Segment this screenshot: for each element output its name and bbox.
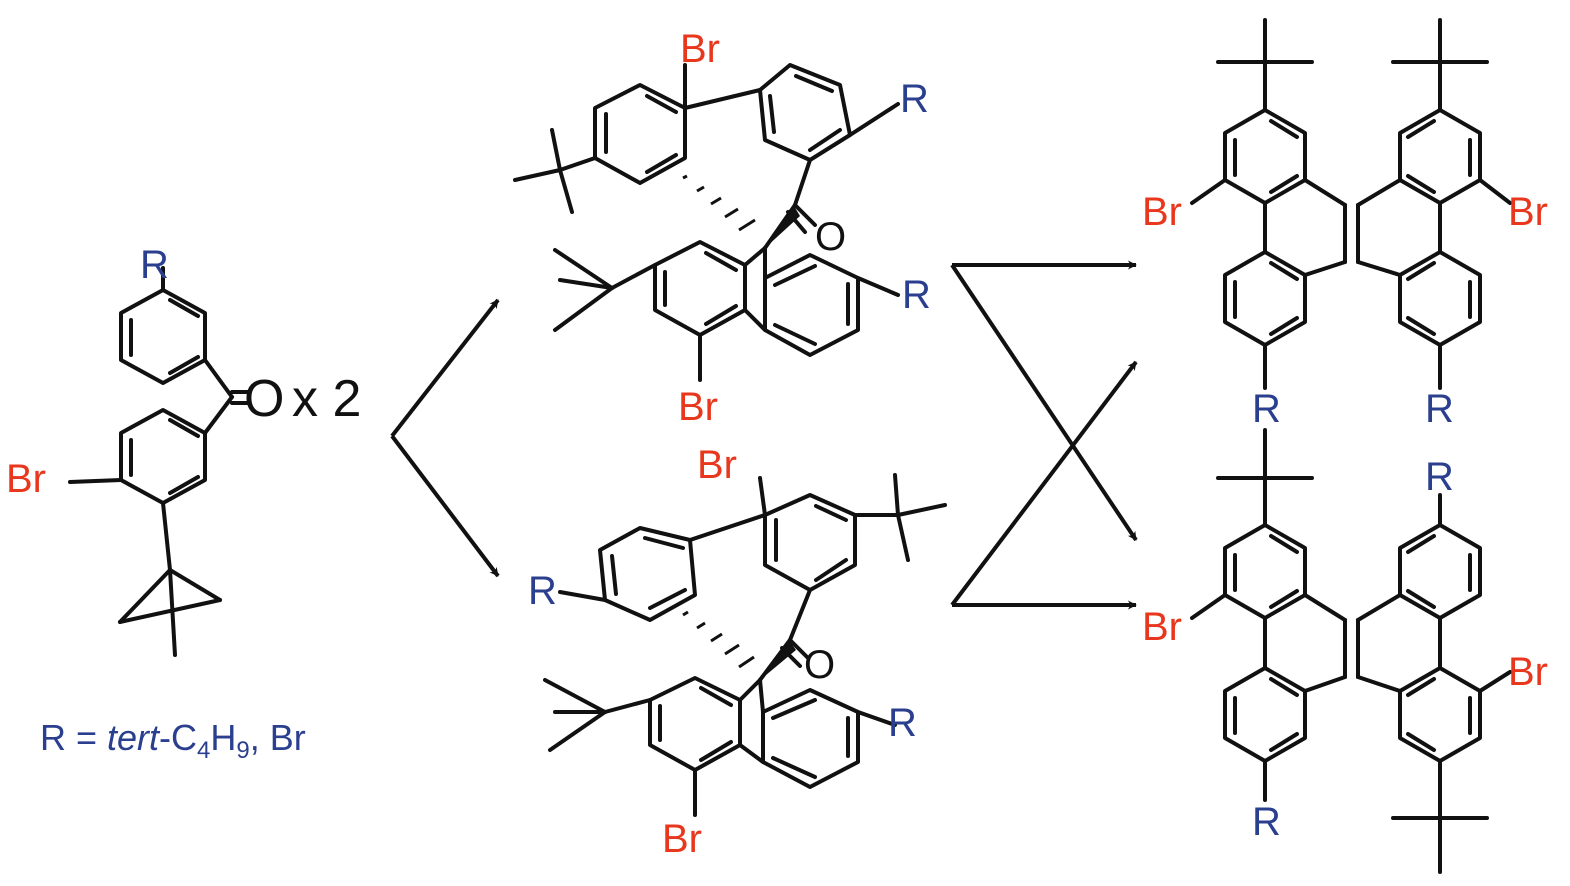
lower-r-right: R bbox=[888, 701, 917, 745]
lower-r-left: R bbox=[528, 569, 557, 613]
lower-br-bottom: Br bbox=[662, 817, 702, 861]
top-product-br-right: Br bbox=[1508, 190, 1548, 234]
bottom-product-r-bottom: R bbox=[1252, 800, 1281, 844]
upper-bold-wedge bbox=[765, 206, 800, 248]
start-r-label: R bbox=[140, 243, 169, 287]
upper-br-bottom: Br bbox=[678, 385, 718, 429]
arrow-to-upper-spiroketone bbox=[390, 298, 500, 438]
start-br-label: Br bbox=[6, 457, 46, 501]
upper-br-top: Br bbox=[680, 27, 720, 71]
upper-r-top: R bbox=[900, 77, 929, 121]
reagent-multiplier: x 2 bbox=[292, 370, 361, 428]
crossing-arrows bbox=[950, 260, 1138, 610]
upper-hashed-wedge bbox=[682, 174, 756, 232]
lower-oxygen: O bbox=[804, 643, 835, 687]
upper-r-bottom: R bbox=[902, 273, 931, 317]
upper-oxygen: O bbox=[815, 215, 846, 259]
lower-br-top: Br bbox=[697, 443, 737, 487]
arrow-lower-to-top-product bbox=[950, 360, 1138, 607]
top-product-r-right: R bbox=[1425, 387, 1454, 431]
lower-hashed-wedge bbox=[682, 610, 755, 669]
bottom-product-dibenzofulvalene bbox=[1190, 428, 1512, 874]
lower-spiroketone bbox=[543, 473, 947, 817]
start-oxygen-label: O bbox=[244, 370, 284, 428]
top-product-br-left: Br bbox=[1142, 190, 1182, 234]
arrow-to-lower-spiroketone bbox=[390, 434, 500, 578]
r-group-legend: R = tert-C4H9, Br bbox=[40, 717, 306, 764]
lower-bold-wedge bbox=[760, 640, 796, 680]
top-product-dibenzofulvalene bbox=[1190, 18, 1512, 390]
branch-arrows bbox=[390, 298, 500, 578]
bottom-product-r-top: R bbox=[1425, 455, 1454, 499]
upper-spiroketone bbox=[513, 63, 900, 382]
bottom-product-br-left: Br bbox=[1142, 605, 1182, 649]
arrow-upper-to-bottom-product bbox=[950, 263, 1138, 542]
bottom-product-br-right: Br bbox=[1508, 650, 1548, 694]
top-product-r-left: R bbox=[1252, 387, 1281, 431]
starting-material-fluorenone bbox=[68, 266, 250, 657]
